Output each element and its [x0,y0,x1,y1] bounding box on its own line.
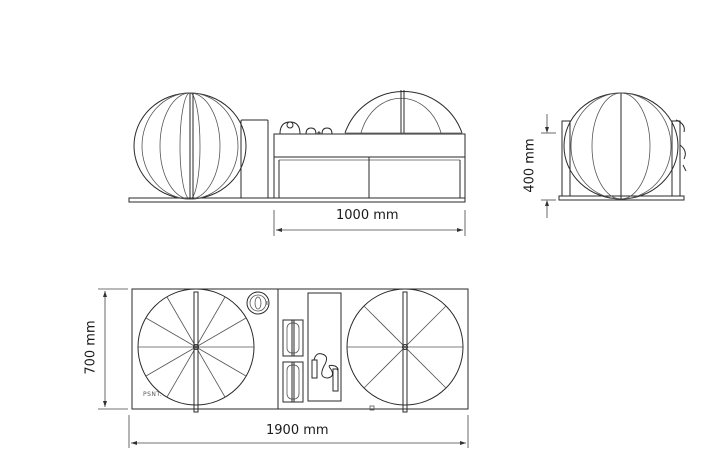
side-dome-right [344,90,463,134]
dimension-700 [98,288,128,410]
dimension-1000 [273,210,466,236]
dimension-label-700: 700 mm [83,320,99,375]
end-sphere [563,92,679,200]
side-view [128,90,466,236]
side-box [240,119,269,199]
dimension-label-400: 400 mm [522,138,538,193]
plan-view [98,288,469,448]
dimension-400 [541,114,556,218]
plan-scale-badge [246,291,270,315]
dimension-label-1900: 1900 mm [266,423,329,438]
side-cabinet [273,133,466,199]
end-view [541,92,687,218]
plan-jump-rope-tray [307,292,342,402]
plan-marker [369,405,375,411]
brand-logo: PSNT. [143,391,163,398]
side-top-items [279,121,333,135]
end-hooks [675,119,687,172]
plan-wheel-left [137,288,255,413]
plan-handles [282,319,304,403]
dimension-1900 [128,415,469,448]
side-sphere-left [133,92,247,200]
dimension-label-1000: 1000 mm [336,208,399,223]
plan-wheel-right [346,288,464,413]
plan-outline [131,288,469,410]
